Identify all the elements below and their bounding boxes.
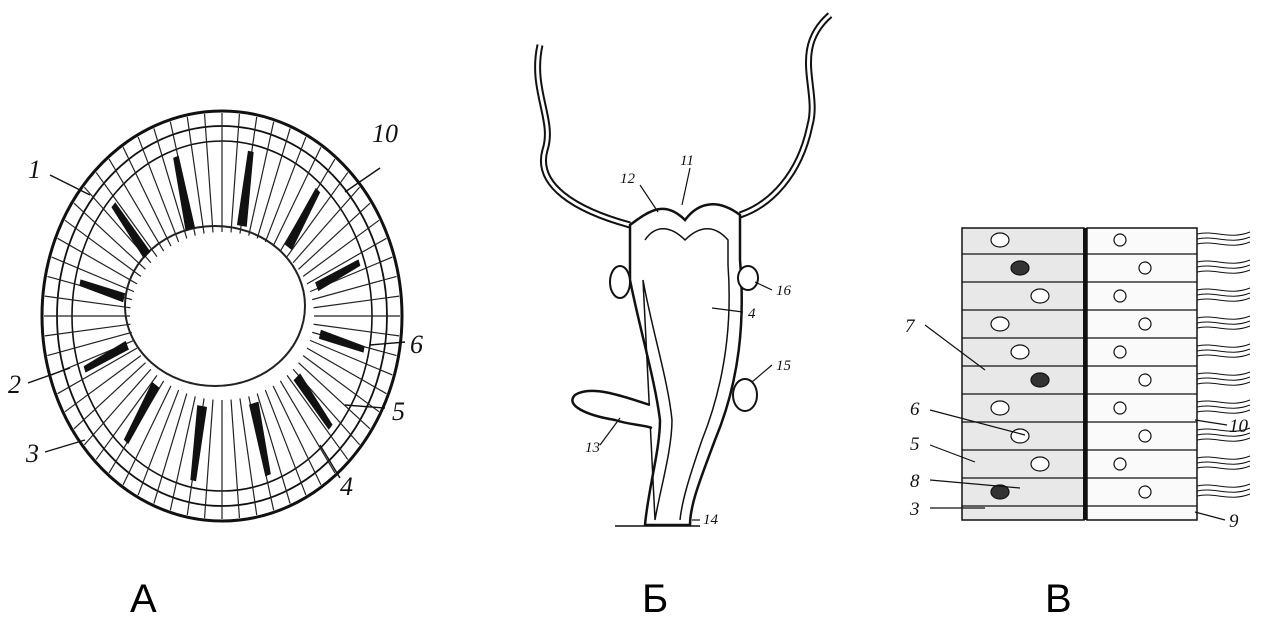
panel-label-v: В [1045, 577, 1072, 621]
callout-a-2: 2 [8, 370, 21, 399]
callout-b-16: 16 [776, 283, 792, 299]
panel-v-drawing [962, 228, 1250, 520]
callout-v-5: 5 [910, 434, 920, 455]
callout-b-14: 14 [703, 512, 719, 528]
callout-v-3: 3 [909, 499, 920, 520]
panel-b-drawing [538, 15, 830, 526]
callout-a-5: 5 [392, 397, 405, 426]
callout-a-6: 6 [410, 330, 423, 359]
panel-a-drawing [42, 111, 402, 521]
callout-a-1: 1 [28, 155, 41, 184]
callout-v-9: 9 [1229, 511, 1239, 532]
callout-a-4: 4 [340, 472, 353, 501]
callout-v-7: 7 [905, 316, 916, 337]
panel-label-b: Б [642, 577, 668, 621]
callout-a-3: 3 [25, 439, 39, 468]
callout-b-13: 13 [585, 440, 600, 456]
callout-b-15: 15 [776, 358, 792, 374]
callout-b-12: 12 [620, 171, 636, 187]
callout-b-4: 4 [748, 306, 756, 322]
callout-b-11: 11 [680, 153, 694, 169]
callout-a-10: 10 [372, 119, 398, 148]
panel-label-a: А [130, 577, 157, 621]
callout-v-8: 8 [910, 471, 920, 492]
callout-v-6: 6 [910, 399, 920, 420]
callout-v-10: 10 [1229, 416, 1249, 437]
